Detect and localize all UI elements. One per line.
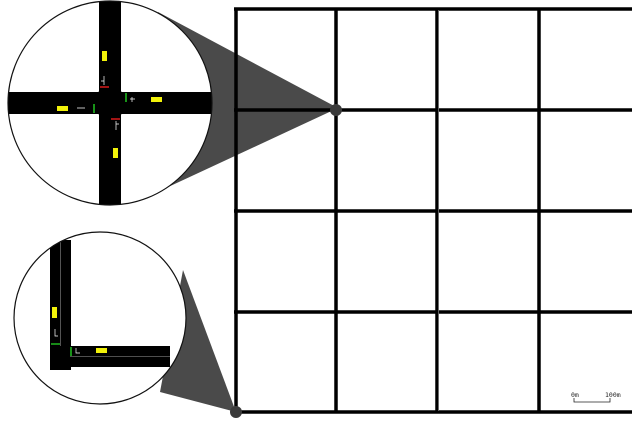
vehicle (52, 307, 57, 318)
inset-anchor-dot (330, 104, 342, 116)
inset-anchor-dot (230, 406, 242, 418)
scale-label-end: 100m (605, 391, 621, 399)
scale-bar: 0m 100m (571, 391, 621, 402)
vehicle (96, 348, 107, 353)
vehicle (102, 51, 107, 61)
road-grid (234, 8, 632, 413)
vehicle (151, 97, 162, 102)
vehicle (57, 106, 68, 111)
scale-label-start: 0m (571, 391, 579, 399)
vehicle (113, 148, 118, 158)
inset-corner (14, 232, 186, 404)
